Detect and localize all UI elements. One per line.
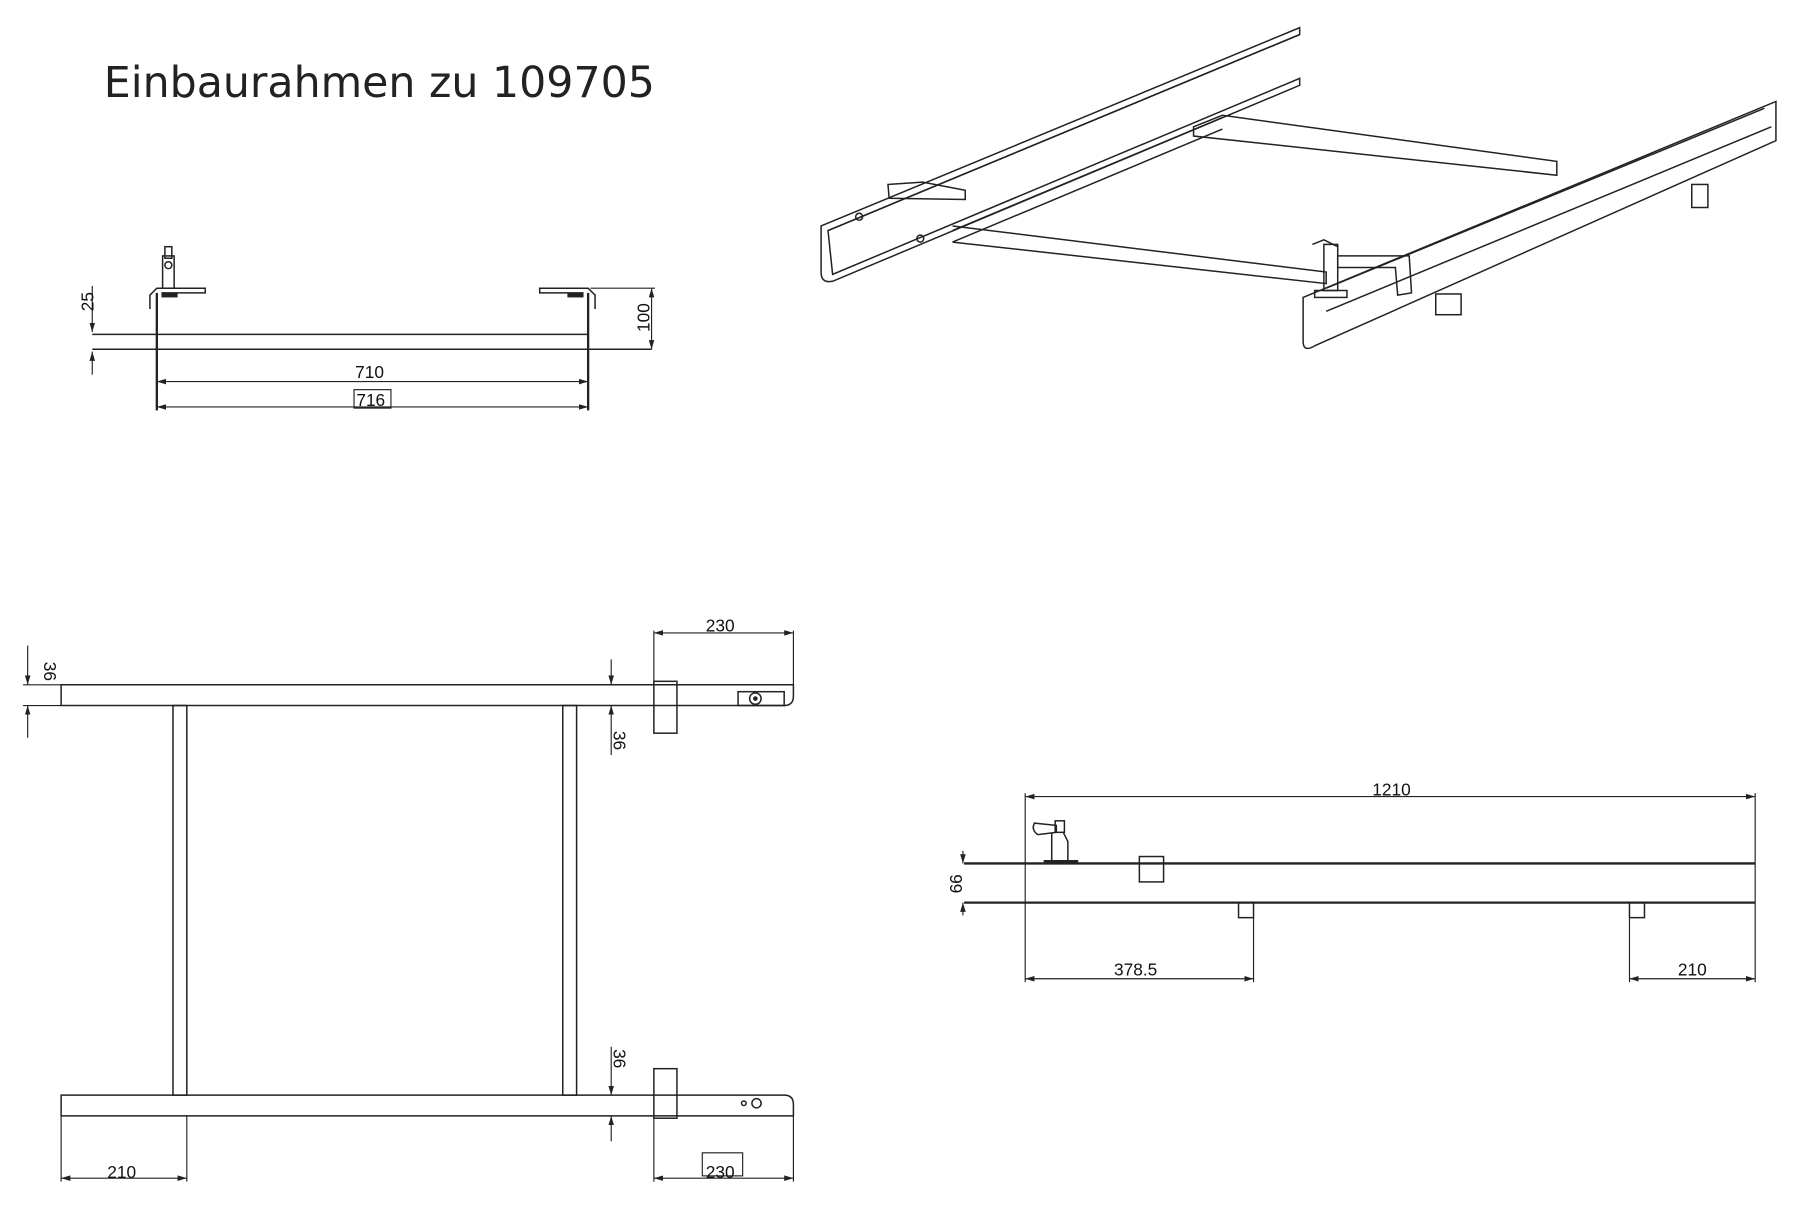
dim-378-5: 378.5	[1114, 959, 1157, 979]
plan-view: 36 230 36 36 210 230	[23, 616, 795, 1182]
section-view: 25 100 710 716	[77, 245, 656, 411]
dim-230-bottom: 230	[706, 1162, 735, 1182]
dim-66: 66	[946, 874, 966, 893]
dim-716: 716	[356, 390, 385, 410]
clamp-bolt-icon	[161, 245, 175, 289]
dim-100: 100	[633, 303, 653, 332]
dim-36-bottom: 36	[610, 1049, 630, 1068]
dim-1210: 1210	[1372, 779, 1410, 799]
isometric-view	[820, 26, 1777, 350]
lock-icon	[737, 690, 785, 707]
dim-36-top: 36	[40, 662, 60, 681]
side-view: 1210 66 378.5 210	[946, 779, 1756, 983]
dim-710: 710	[355, 362, 384, 382]
dim-25: 25	[77, 292, 97, 311]
dim-210-side: 210	[1678, 959, 1707, 979]
drawing-title: Einbaurahmen zu 109705	[104, 58, 655, 108]
dim-210-plan: 210	[107, 1162, 136, 1182]
dim-36-mid: 36	[610, 731, 630, 750]
dim-230-top: 230	[706, 616, 735, 636]
clamp-lever-icon	[1312, 238, 1348, 299]
clamp-lever-icon	[1032, 820, 1079, 864]
